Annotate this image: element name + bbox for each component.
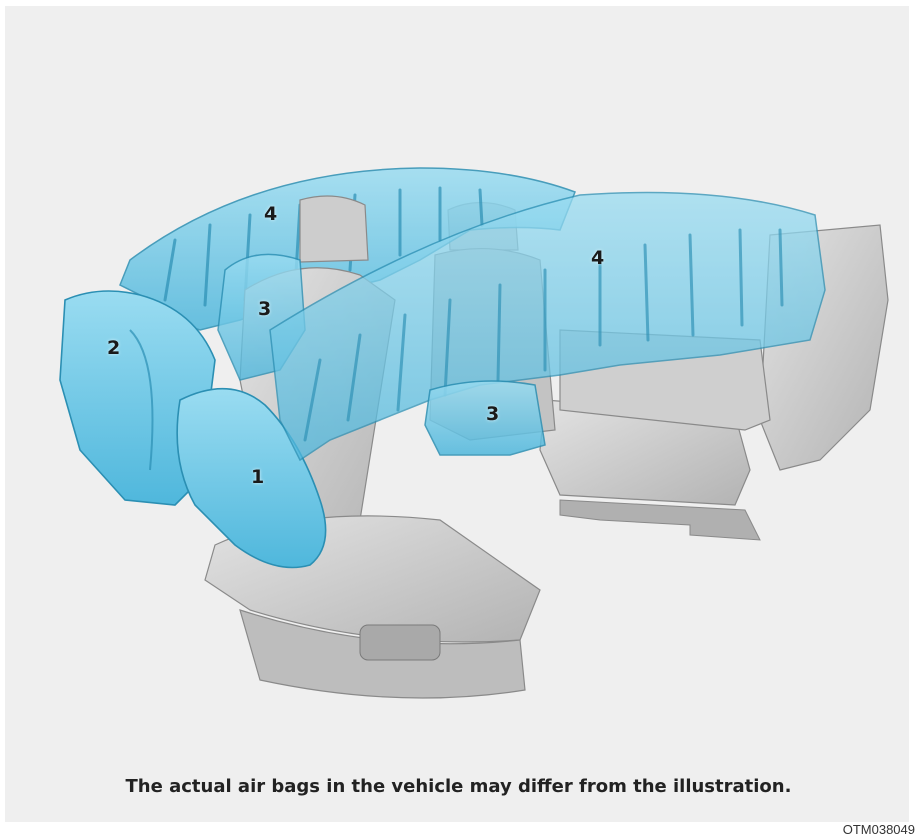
label-curtain-airbag-rear: 4	[264, 205, 277, 224]
label-front-airbag: 1	[251, 468, 264, 487]
rear-seat-rail	[560, 500, 760, 540]
label-curtain-airbag-front: 4	[591, 249, 604, 268]
figure-code: OTM038049	[843, 823, 915, 836]
label-side-airbag-front: 3	[486, 405, 499, 424]
seat-control-panel	[360, 625, 440, 660]
label-side-airbag-rear: 3	[258, 300, 271, 319]
figure-caption: The actual air bags in the vehicle may d…	[0, 776, 917, 797]
side-airbag-front	[425, 381, 545, 455]
label-knee-airbag: 2	[107, 339, 120, 358]
seat-headrest-left	[300, 196, 368, 262]
